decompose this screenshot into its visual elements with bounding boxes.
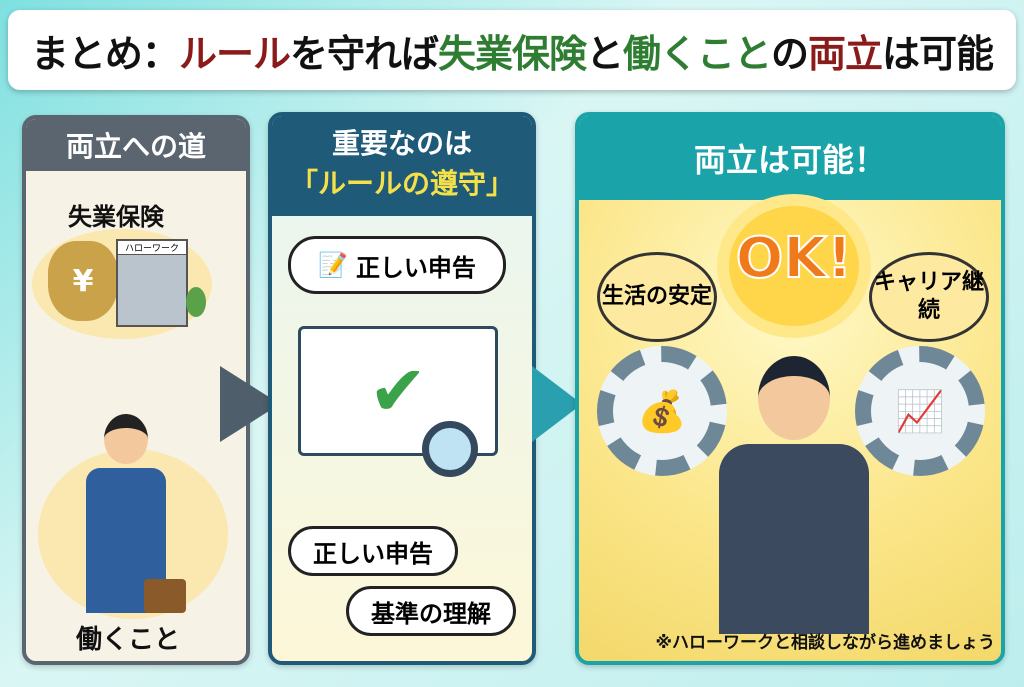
- career-bubble: キャリア継続: [869, 252, 989, 342]
- magnifier-icon: [422, 421, 478, 477]
- bubble-text: 正しい申告: [355, 253, 476, 282]
- title-text: の: [771, 31, 809, 76]
- panel-header: 両立は可能！: [579, 116, 1001, 200]
- bubble-text: 正しい申告: [313, 539, 433, 568]
- gear-money-icon: 💰: [597, 346, 727, 476]
- ok-text: OK!: [735, 225, 854, 292]
- memo-pencil-icon: 📝: [318, 251, 348, 279]
- panel-header: 両立への道: [26, 119, 246, 171]
- speech-bubble: 📝正しい申告: [288, 236, 506, 294]
- stability-bubble: 生活の安定: [597, 252, 717, 342]
- speech-bubble: 基準の理解: [346, 586, 516, 636]
- title-text: まとめ：: [30, 31, 180, 76]
- arrow-icon: [532, 366, 582, 442]
- footnote: ※ハローワークと相談しながら進めましょう: [655, 633, 995, 653]
- tree-icon: [186, 287, 206, 317]
- page-title: まとめ：ルールを守れば失業保険と働くことの両立は可能: [8, 10, 1016, 90]
- briefcase-icon: [144, 579, 186, 613]
- header-line: 重要なのは: [331, 127, 472, 160]
- path-panel: 両立への道 失業保険 ¥ ハローワーク 働くこと: [22, 115, 250, 665]
- header-highlight: 「ルールの遵守」: [289, 167, 514, 200]
- title-text: 両立: [808, 31, 883, 76]
- gear-growth-icon: 📈: [855, 346, 985, 476]
- working-label: 働くこと: [76, 625, 181, 655]
- title-text: 働くこと: [623, 31, 772, 76]
- worker-icon: [86, 414, 166, 614]
- title-text: と: [585, 31, 624, 76]
- money-bag-icon: ¥: [48, 241, 118, 321]
- panel-header: 重要なのは「ルールの遵守」: [272, 116, 532, 216]
- sun-icon: [729, 206, 859, 326]
- speech-bubble: 正しい申告: [288, 526, 458, 576]
- title-text: は可能: [882, 31, 994, 76]
- bubble-text: 基準の理解: [371, 599, 491, 628]
- title-text: を守れば: [289, 31, 439, 76]
- title-text: 失業保険: [437, 31, 587, 76]
- possible-panel: 両立は可能！ OK! 生活の安定 キャリア継続 💰 📈 ※ハローワークと相談しな…: [575, 112, 1005, 665]
- title-text: ルール: [178, 31, 291, 76]
- building-icon: ハローワーク: [116, 239, 188, 327]
- businessman-icon: [719, 356, 869, 636]
- building-sign: ハローワーク: [118, 241, 186, 255]
- unemployment-insurance-label: 失業保険: [68, 203, 164, 231]
- rules-panel: 重要なのは「ルールの遵守」 📝正しい申告 ✔ 正しい申告 基準の理解: [268, 112, 536, 665]
